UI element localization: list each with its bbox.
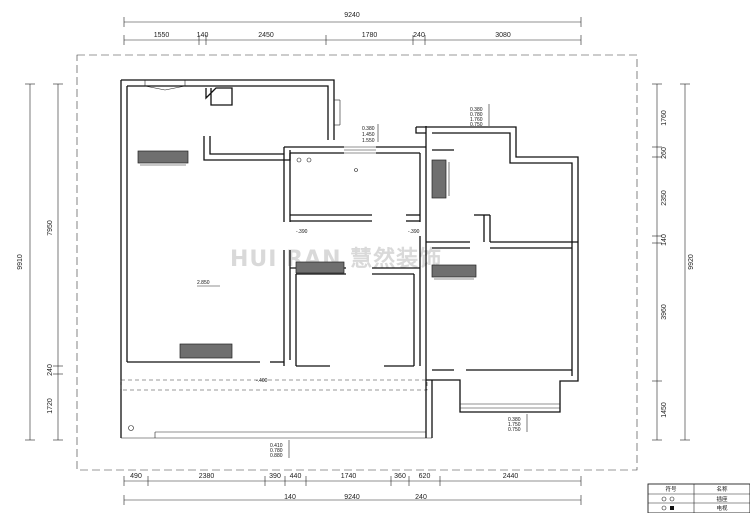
svg-text:0.750: 0.750 [470, 122, 483, 128]
level-labels: 2.850 -.390 -.390 -.400 0.380 1.450 1.55… [197, 104, 528, 459]
dim-bottom-140: 140 [284, 494, 296, 501]
dim-bottom-chain-label: 440 [290, 473, 302, 480]
legend-header-name: 名称 [716, 485, 728, 493]
svg-text:1.750: 1.750 [508, 422, 521, 428]
svg-text:0.380: 0.380 [470, 107, 483, 113]
level-balcony: -.400 [256, 378, 268, 384]
top-dimension-chain: 1550 140 2450 1780 240 3080 [123, 32, 582, 45]
dim-right-140: 140 [661, 234, 668, 246]
elevation-group-bottom-center: 0.410 0.780 0.880 [270, 440, 290, 459]
dim-right-3960: 3960 [661, 304, 668, 320]
dim-bottom-chain-label: 390 [269, 473, 281, 480]
top-dimension-total: 9240 [123, 12, 582, 27]
dim-bottom-total: 9240 [344, 494, 360, 501]
plot-boundary [76, 54, 638, 471]
level-kitchen: -.390 [296, 229, 308, 235]
dim-left-240: 240 [47, 364, 54, 376]
svg-text:0.380: 0.380 [508, 417, 521, 423]
svg-text:0.750: 0.750 [508, 427, 521, 433]
svg-text:1.760: 1.760 [470, 117, 483, 123]
dim-right-1450: 1450 [661, 402, 668, 418]
dim-right-1760: 1760 [661, 110, 668, 126]
legend-symbol-2b-icon [670, 506, 674, 510]
ac-unit-living-bottom [179, 343, 233, 359]
ac-unit-living-top [137, 150, 189, 164]
dim-bottom-240: 240 [415, 494, 427, 501]
ac-unit-bedroom-3 [431, 264, 477, 278]
dim-bottom-chain-label: 2440 [503, 473, 519, 480]
legend-header-symbol: 符号 [665, 485, 677, 493]
dim-bottom-chain-label: 1740 [341, 473, 357, 480]
dim-bottom-chain-label: 360 [394, 473, 406, 480]
legend-row-2-name: 电视 [716, 504, 728, 512]
elevation-group-top-right: 0.380 0.780 1.760 0.750 [470, 104, 490, 128]
dim-top-total: 9240 [344, 12, 360, 19]
legend-table: 符号 名称 插座 电视 [647, 483, 750, 513]
svg-text:1.550: 1.550 [362, 138, 375, 144]
dim-bottom-chain-label: 620 [419, 473, 431, 480]
legend-symbol-1b-icon [669, 496, 675, 502]
dim-bottom-chain-label: 490 [130, 473, 142, 480]
svg-text:0.780: 0.780 [470, 112, 483, 118]
dim-left-1720: 1720 [47, 398, 54, 414]
dim-top-chain-label: 1550 [154, 32, 170, 39]
ac-unit-bedroom-2 [431, 159, 447, 199]
left-dimension-total: 9910 [17, 83, 35, 441]
dim-right-total: 9920 [688, 254, 695, 270]
dim-top-chain-label: 140 [197, 32, 209, 39]
dim-top-chain-label: 3080 [495, 32, 511, 39]
bottom-dimension-total: 140 9240 240 [123, 494, 582, 505]
level-living: 2.850 [197, 280, 210, 286]
right-dimension-chain: 1760 260 2350 140 3960 1450 [652, 83, 668, 441]
dim-top-chain-label: 240 [413, 32, 425, 39]
ac-unit-bedroom-1 [295, 261, 345, 274]
dim-top-chain-label: 2450 [258, 32, 274, 39]
bottom-dimension-chain: 490 2380 390 440 1740 360 620 2440 [123, 473, 582, 486]
svg-text:0.410: 0.410 [270, 443, 283, 449]
right-dimension-total: 9920 [680, 83, 695, 441]
legend-row-1-name: 插座 [716, 495, 728, 503]
svg-text:1.450: 1.450 [362, 132, 375, 138]
dim-bottom-chain-label: 2380 [199, 473, 215, 480]
legend-symbol-1-icon [661, 496, 667, 502]
dim-right-260: 260 [661, 147, 668, 159]
svg-text:0.780: 0.780 [270, 448, 283, 454]
legend-symbol-2-icon [661, 505, 667, 511]
svg-text:0.380: 0.380 [362, 126, 375, 132]
ac-units [137, 150, 477, 359]
dim-top-chain-label: 1780 [362, 32, 378, 39]
walls [120, 79, 579, 439]
elevation-group-top-center: 0.380 1.450 1.550 [362, 124, 379, 144]
svg-text:0.880: 0.880 [270, 453, 283, 459]
left-dimension-chain: 7950 240 1720 [47, 83, 63, 441]
level-bath: -.390 [408, 229, 420, 235]
dim-left-total: 9910 [17, 254, 24, 270]
elevation-group-bottom-right: 0.380 1.750 0.750 [508, 414, 528, 433]
dim-right-2350: 2350 [661, 190, 668, 206]
fixtures [296, 157, 358, 172]
dim-left-7950: 7950 [47, 220, 54, 236]
